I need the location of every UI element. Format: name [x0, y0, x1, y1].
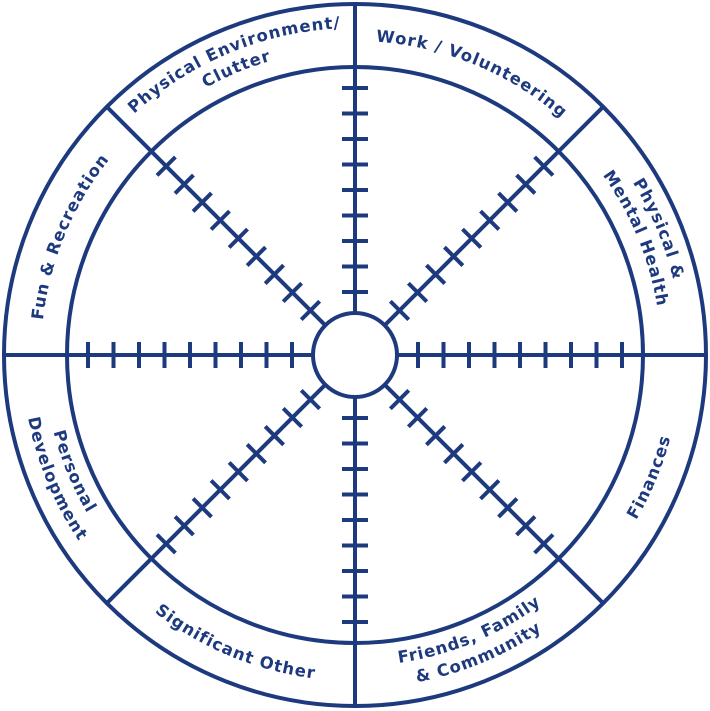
sector-label-text: Finances — [623, 433, 673, 522]
sector-label-line: Significant Other — [152, 600, 317, 683]
sector-label-text: Work / Volunteering — [376, 27, 571, 122]
sector-label-line: Work / Volunteering — [376, 27, 572, 122]
scale-tick — [425, 263, 447, 285]
scale-tick — [443, 443, 465, 465]
spoke-line — [383, 104, 606, 327]
scale-tick — [227, 227, 249, 249]
scale-tick — [443, 245, 465, 267]
scale-tick — [406, 406, 429, 429]
scale-tick — [155, 533, 177, 555]
scale-tick — [497, 497, 519, 519]
scale-tick — [479, 479, 501, 501]
sector-label-line: Fun & Recreation — [28, 150, 113, 321]
sector-label-fun: Fun & Recreation — [28, 150, 113, 321]
sector-label-significant-other: Significant Other — [152, 600, 317, 683]
sector-label-work: Work / Volunteering — [376, 27, 572, 122]
scale-tick — [515, 515, 537, 537]
sector-label-line: Finances — [623, 433, 674, 522]
scale-tick — [263, 263, 285, 285]
scale-tick — [425, 425, 447, 447]
scale-tick — [281, 281, 304, 304]
scale-tick — [533, 533, 555, 555]
scale-tick — [191, 497, 213, 519]
scale-tick — [461, 461, 483, 483]
scale-tick — [479, 209, 501, 231]
scale-tick — [263, 425, 285, 447]
scale-tick — [173, 173, 195, 195]
scale-tick — [533, 155, 555, 177]
scale-tick — [191, 191, 213, 213]
sector-label-health: Physical &Mental Health — [599, 167, 687, 308]
spoke-line — [104, 104, 327, 327]
scale-tick — [209, 479, 231, 501]
sector-label-text: Significant Other — [152, 600, 316, 683]
spoke-line — [383, 383, 606, 606]
scale-tick — [227, 461, 249, 483]
sector-label-friends: Friends, Family& Community — [396, 592, 543, 687]
scale-tick — [461, 227, 483, 249]
scale-tick — [515, 173, 537, 195]
spoke-line — [104, 383, 327, 606]
scale-tick — [245, 443, 267, 465]
scale-tick — [299, 388, 322, 411]
scale-tick — [281, 406, 304, 429]
sector-label-finances: Finances — [623, 433, 674, 522]
scale-tick — [406, 281, 429, 304]
scale-tick — [388, 388, 411, 411]
scale-tick — [173, 515, 195, 537]
scale-tick — [388, 299, 411, 322]
scale-tick — [299, 299, 322, 322]
sector-label-text: Fun & Recreation — [28, 150, 112, 321]
scale-tick — [245, 245, 267, 267]
scale-tick — [155, 155, 177, 177]
scale-tick — [209, 209, 231, 231]
scale-tick — [497, 191, 519, 213]
center-hub — [311, 311, 399, 399]
